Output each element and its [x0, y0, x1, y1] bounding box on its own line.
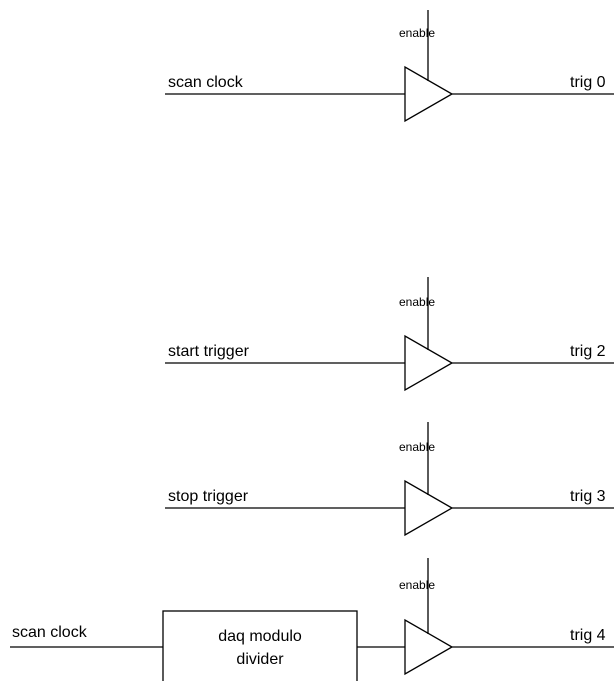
- enable-label: enable: [399, 578, 435, 592]
- row-trig-0: scan clock enable trig 0: [165, 10, 614, 123]
- divider-label-line1: daq modulo: [218, 628, 302, 645]
- output-label: trig 3: [570, 488, 606, 505]
- enable-label: enable: [399, 440, 435, 454]
- row-trig-2: start trigger enable trig 2: [165, 277, 614, 392]
- enable-label: enable: [399, 295, 435, 309]
- output-label: trig 2: [570, 343, 606, 360]
- output-label: trig 0: [570, 74, 606, 91]
- input-label: scan clock: [12, 624, 88, 641]
- input-label: start trigger: [168, 343, 250, 360]
- divider-label-line2: divider: [236, 651, 284, 668]
- row-trig-4: daq modulo divider scan clock enable tri…: [10, 558, 614, 681]
- daq-modulo-divider-box: [162, 610, 358, 681]
- row-trig-3: stop trigger enable trig 3: [165, 422, 614, 537]
- enable-label: enable: [399, 26, 435, 40]
- output-label: trig 4: [570, 627, 606, 644]
- input-label: stop trigger: [168, 488, 249, 505]
- input-label: scan clock: [168, 74, 244, 91]
